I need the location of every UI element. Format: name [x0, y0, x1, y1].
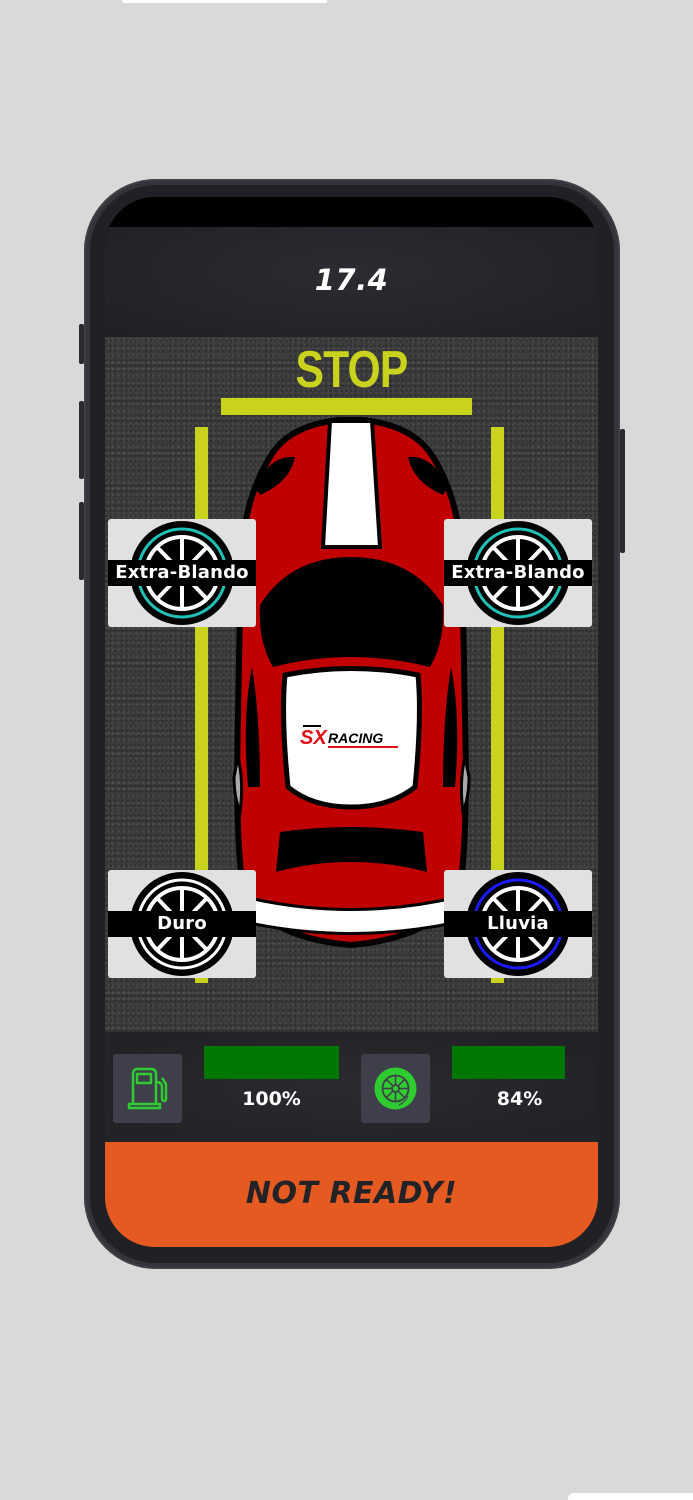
fuel-button[interactable]: [113, 1054, 182, 1123]
tire-slot-front-right[interactable]: Extra-Blando: [444, 519, 592, 627]
paper-edge-bottom: [568, 1493, 693, 1500]
ready-status-label: NOT READY!: [245, 1176, 458, 1211]
race-car: SX RACING: [232, 417, 471, 949]
svg-text:RACING: RACING: [328, 730, 383, 746]
sx-racing-logo: SX RACING: [300, 725, 398, 749]
tire-slot-front-left[interactable]: Extra-Blando: [108, 519, 256, 627]
pit-timer: 17.4: [314, 263, 389, 297]
tire-wear-progress-bar: [452, 1046, 565, 1079]
tire-wear-button[interactable]: [361, 1054, 430, 1123]
fuel-progress-bar: [204, 1046, 339, 1079]
tire-slot-rear-right[interactable]: Lluvia: [444, 870, 592, 978]
tire-compound-label: Extra-Blando: [115, 562, 249, 583]
stop-label: STOP: [295, 341, 408, 399]
app-screen: 17.4 STOP: [105, 197, 598, 1247]
tire-wear-percent: 84%: [496, 1088, 543, 1110]
tire-slot-rear-left[interactable]: Duro: [108, 870, 256, 978]
phone-mute-switch: [79, 324, 84, 364]
tire-icon: [374, 1067, 417, 1110]
fuel-percent: 100%: [242, 1088, 301, 1110]
header: 17.4: [105, 227, 598, 337]
stop-line: [221, 398, 472, 415]
phone-volume-down: [79, 502, 84, 580]
tire-compound-label: Extra-Blando: [451, 562, 585, 583]
fuel-pump-icon: [127, 1067, 168, 1110]
paper-edge-top: [122, 0, 327, 3]
stats-panel: 100% 84%: [105, 1032, 598, 1142]
ready-status-button[interactable]: NOT READY!: [105, 1142, 598, 1247]
phone-volume-up: [79, 401, 84, 479]
svg-text:SX: SX: [300, 727, 328, 749]
tire-compound-label: Lluvia: [487, 913, 549, 934]
tire-compound-label: Duro: [157, 913, 207, 934]
pit-box-track: STOP: [105, 337, 598, 1032]
phone-power-button: [620, 429, 625, 553]
status-bar: [105, 197, 598, 227]
